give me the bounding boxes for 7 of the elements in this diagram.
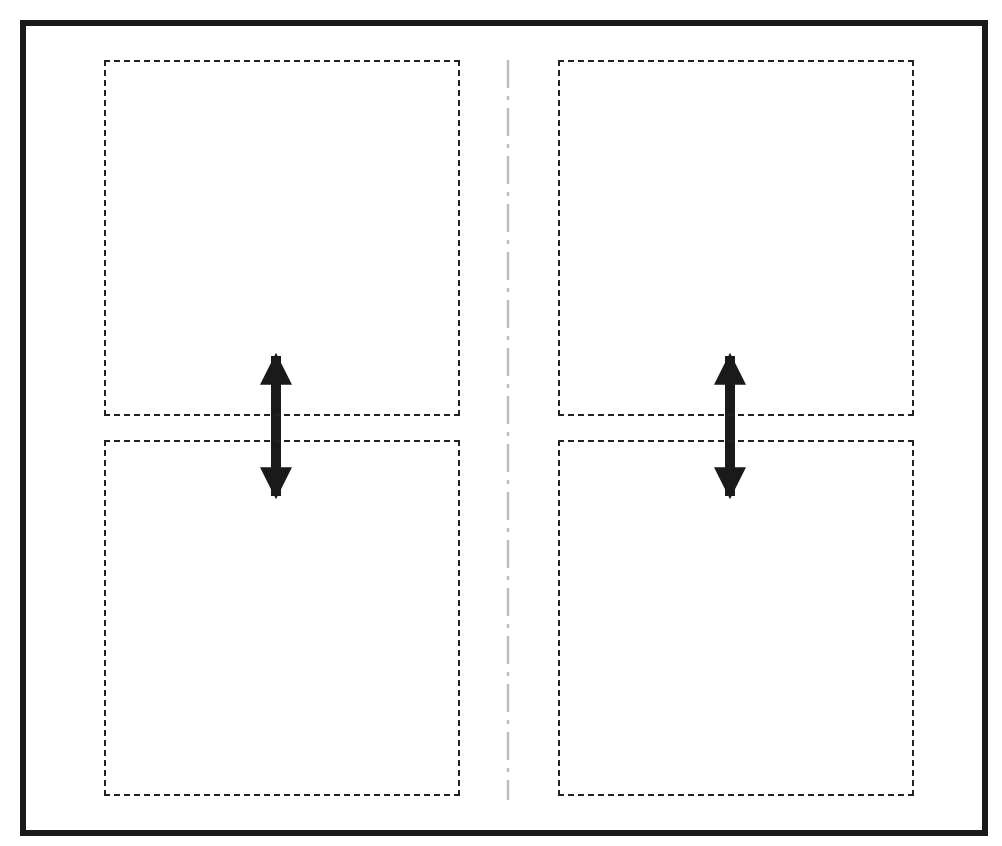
frame-box — [20, 20, 988, 836]
dashed-panel — [558, 60, 914, 416]
dashed-panel — [558, 440, 914, 796]
dashed-panel — [104, 60, 460, 416]
double-arrow — [260, 352, 292, 500]
dashed-panel — [104, 440, 460, 796]
double-arrow — [714, 352, 746, 500]
